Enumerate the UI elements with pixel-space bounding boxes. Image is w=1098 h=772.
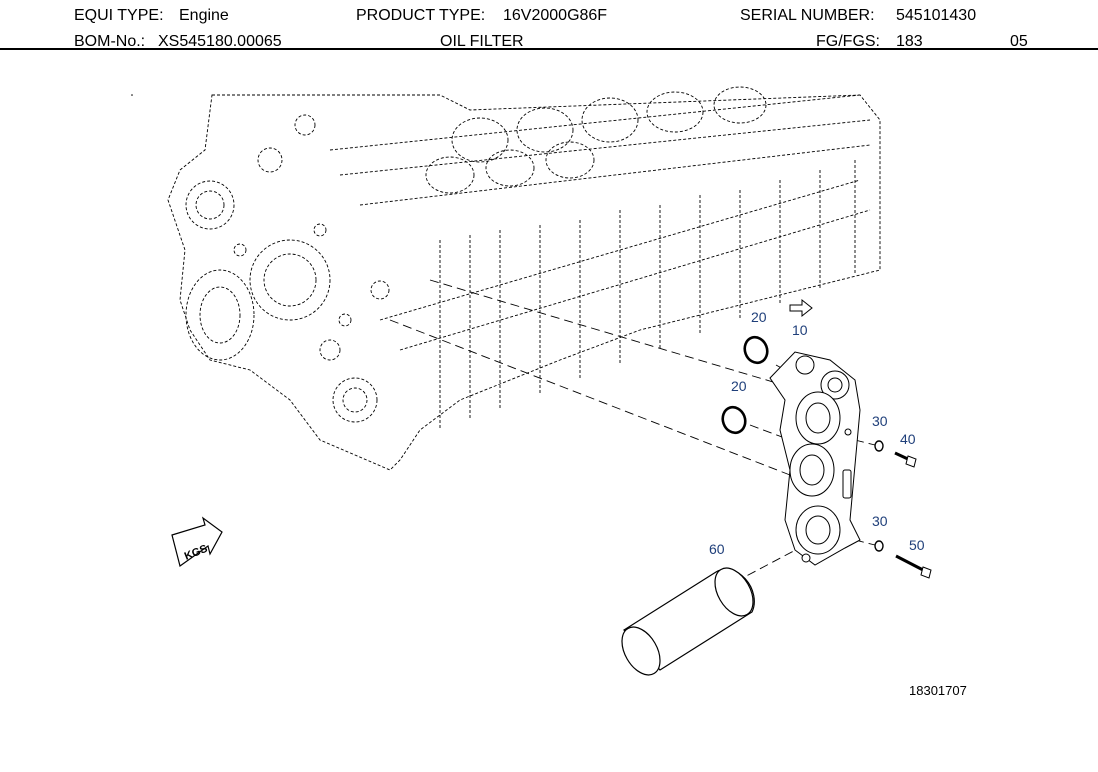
drawing-number: 18301707 bbox=[909, 683, 967, 698]
washer-upper bbox=[874, 440, 884, 452]
callout-20-lower: 20 bbox=[731, 378, 747, 394]
bolt-long bbox=[895, 554, 932, 579]
oil-filter-canister bbox=[621, 567, 755, 676]
engine-block-outline bbox=[167, 86, 881, 471]
callout-10: 10 bbox=[792, 322, 808, 338]
header-rule bbox=[0, 48, 1098, 50]
equi-type-label: EQUI TYPE: bbox=[74, 7, 164, 24]
page-number: 05 bbox=[1010, 33, 1028, 50]
serial-number-value: 545101430 bbox=[896, 7, 977, 24]
oil-filter-housing bbox=[769, 351, 861, 566]
bolt-short bbox=[894, 451, 917, 468]
serial-number-label: SERIAL NUMBER: bbox=[740, 7, 875, 24]
equi-type-value: Engine bbox=[179, 7, 229, 24]
product-type-value: 16V2000G86F bbox=[503, 7, 608, 24]
bom-label: BOM-No.: bbox=[74, 33, 146, 50]
kgs-arrow-icon: KGS bbox=[171, 516, 223, 567]
callout-60: 60 bbox=[709, 541, 725, 557]
o-ring-lower bbox=[721, 405, 747, 435]
callout-40: 40 bbox=[900, 431, 916, 447]
washer-lower bbox=[874, 540, 884, 552]
callout-30-upper: 30 bbox=[872, 413, 888, 429]
product-type-label: PRODUCT TYPE: bbox=[356, 7, 486, 24]
fg-value: 183 bbox=[896, 33, 923, 50]
callout-50: 50 bbox=[909, 537, 925, 553]
fg-label: FG/FGS: bbox=[816, 33, 880, 50]
flow-arrow-icon bbox=[789, 298, 813, 318]
bom-value: XS545180.00065 bbox=[158, 33, 282, 50]
callout-20-upper: 20 bbox=[751, 309, 767, 325]
page-title: OIL FILTER bbox=[440, 33, 524, 50]
corner-mark bbox=[131, 94, 133, 96]
o-ring-upper bbox=[743, 335, 769, 365]
callout-30-lower: 30 bbox=[872, 513, 888, 529]
